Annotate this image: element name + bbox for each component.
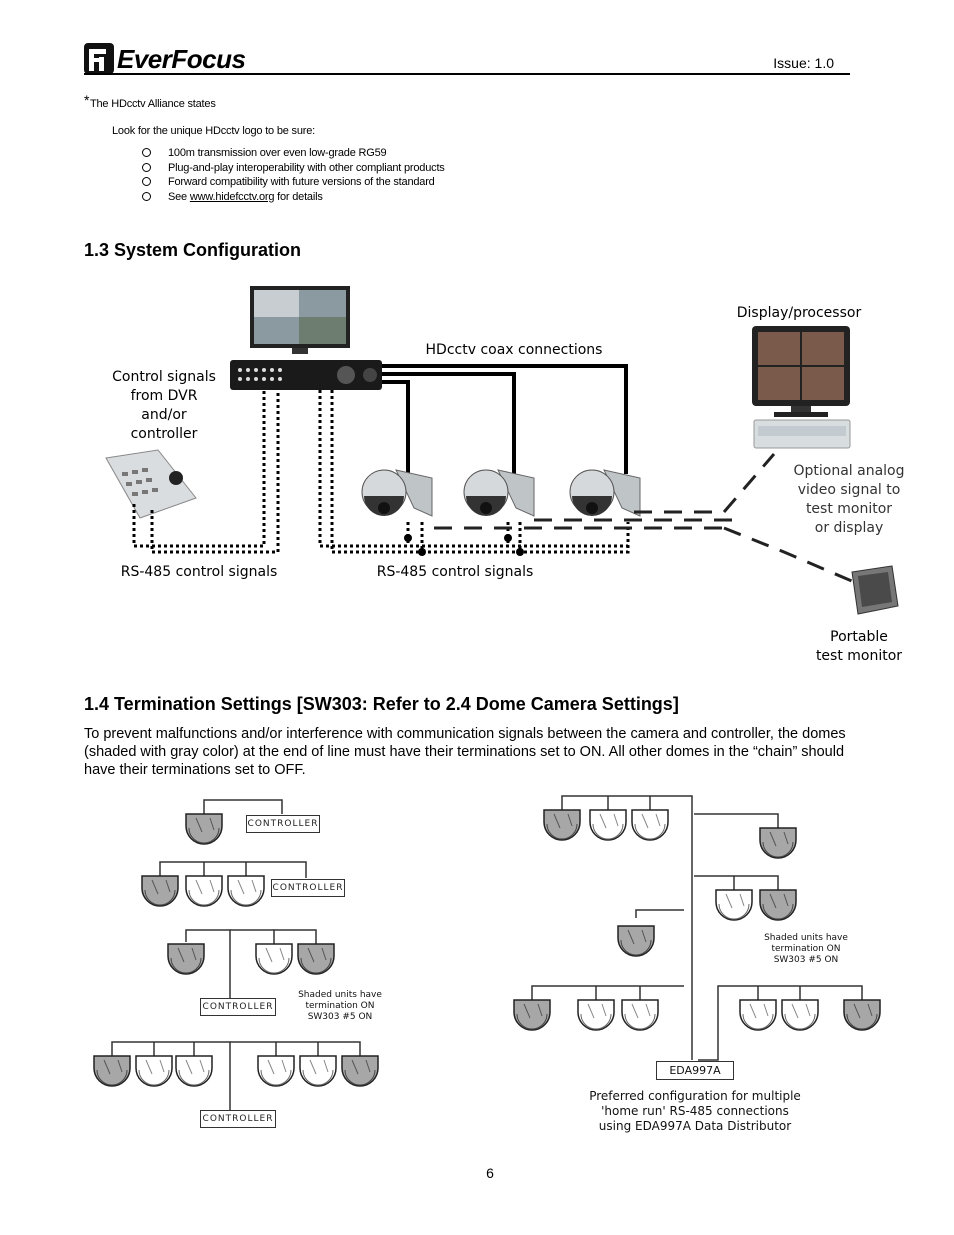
bullet-item: See www.hidefcctv.org for details [168,191,323,203]
system-configuration-diagram: Display/processor HDcctv coax connection… [84,282,924,672]
display-monitor-icon [752,326,850,417]
dvr-icon [230,360,382,390]
bullet-item: Plug-and-play interoperability with othe… [168,162,445,174]
preferred-configuration-note: Preferred configuration for multiple 'ho… [570,1089,820,1134]
portable-line: test monitor [815,648,903,664]
optional-analog-label: Optional analog video signal to test mon… [774,462,924,538]
system-diagram-graphic [105,286,899,615]
shaded-units-note: Shaded units have termination ON SW303 #… [290,990,390,1023]
bullet-circle-icon [142,148,151,157]
analog-line: test monitor [805,501,893,517]
note-intro: The HDcctv Alliance states [90,98,216,110]
hidefcctv-link[interactable]: www.hidefcctv.org [189,191,275,203]
control-signals-label: Control signals from DVR and/or controll… [94,368,234,444]
rs485-left-label: RS-485 control signals [120,564,278,580]
everfocus-logo-icon [84,43,114,74]
analog-line: video signal to [797,482,901,498]
display-processor-label: Display/processor [736,305,862,321]
shaded-note-line: Shaded units have [764,933,848,943]
header: EverFocus Issue: 1.0 [84,40,850,76]
controller-box: CONTROLLER [271,879,345,897]
control-signals-line: Control signals [112,369,216,385]
bullet-circle-icon [142,163,151,172]
termination-paragraph: To prevent malfunctions and/or interfere… [84,726,846,778]
portable-monitor-label: Portable test monitor [804,628,914,666]
controller-box: CONTROLLER [200,1110,276,1128]
asterisk: * [84,92,90,108]
brand-name: EverFocus [117,44,246,74]
control-signals-line: and/or [141,407,187,423]
header-rule [84,73,850,75]
portable-monitor-icon [851,565,899,615]
processor-box-icon [753,419,851,449]
see-suffix: for details [274,191,323,203]
preferred-line: Preferred configuration for multiple [589,1089,801,1103]
shaded-note-line: Shaded units have [298,990,382,1000]
shaded-note-line: SW303 #5 ON [307,1012,373,1022]
controller-box: CONTROLLER [246,815,320,833]
bullet-item: 100m transmission over even low-grade RG… [168,147,387,159]
bullet-item: Forward compatibility with future versio… [168,176,435,188]
control-signals-line: from DVR [130,388,198,404]
analog-line: Optional analog [793,463,905,479]
note-lookfor: Look for the unique HDcctv logo to be su… [112,125,315,137]
preferred-line: 'home run' RS-485 connections [601,1104,789,1118]
controller-box: CONTROLLER [200,998,276,1016]
analog-line: or display [814,520,884,536]
control-signals-line: controller [130,426,198,442]
issue-label: Issue: 1.0 [773,55,834,71]
termination-diagrams [93,795,881,1110]
ptz-dome-camera-icon [463,469,535,517]
hd-monitor-icon [250,286,350,354]
eda997a-box: EDA997A [656,1061,734,1080]
ptz-dome-camera-icon [569,469,641,517]
shaded-units-note: Shaded units have termination ON SW303 #… [754,933,858,966]
bullet-circle-icon [142,192,151,201]
portable-line: Portable [830,629,888,645]
shaded-note-line: termination ON [771,944,841,954]
see-prefix: See [168,191,190,203]
keyboard-controller-icon [105,449,197,519]
hdcctv-coax-label: HDcctv coax connections [425,342,603,358]
ptz-dome-camera-icon [361,469,433,517]
preferred-line: using EDA997A Data Distributor [598,1119,792,1133]
hdcctv-note: * The HDcctv Alliance states Look for th… [84,92,584,214]
shaded-note-line: termination ON [305,1001,375,1011]
section-title-system-configuration: 1.3 System Configuration [84,240,302,260]
section-title-termination-settings: 1.4 Termination Settings [SW303: Refer t… [84,694,679,714]
shaded-note-line: SW303 #5 ON [773,955,839,965]
bullet-circle-icon [142,177,151,186]
rs485-right-label: RS-485 control signals [376,564,534,580]
page-number: 6 [486,1165,494,1181]
